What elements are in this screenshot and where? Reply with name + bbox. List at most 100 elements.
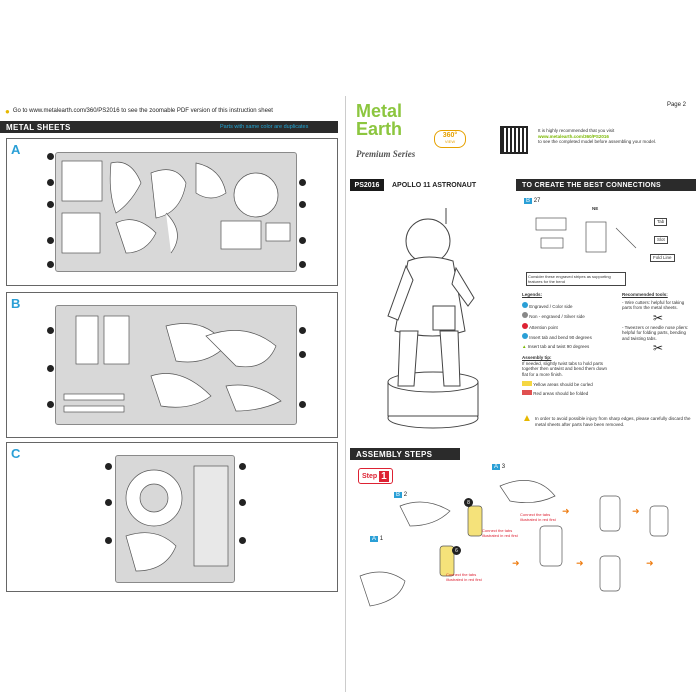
connect-note-1: Connect the tabs illustrated in red firs… (482, 528, 518, 538)
part-callout (299, 261, 306, 268)
conn-diagram (535, 217, 637, 253)
sheet-a-panel: A (6, 138, 338, 286)
part-callout (47, 401, 54, 408)
sheet-b-parts-art (63, 315, 282, 413)
assembly-steps-title: ASSEMBLY STEPS (356, 449, 433, 459)
duplicates-note: Parts with same color are duplicates (220, 124, 309, 130)
model-title-bar: PS2016 APOLLO 11 ASTRONAUT TO CREATE THE… (350, 179, 696, 191)
recommend-line-2: to see the completed model before assemb… (538, 139, 657, 144)
twist-tab-icon: ▲ (522, 343, 527, 349)
part-callout (105, 537, 112, 544)
conn-tab-label: Tab (654, 218, 668, 226)
legend-item: Engraved / Color side (522, 301, 694, 310)
sheet-b-panel: B (6, 292, 338, 438)
part-callout (299, 327, 306, 334)
connections-title: TO CREATE THE BEST CONNECTIONS (516, 179, 696, 191)
part-callout (299, 201, 306, 208)
sub-a-3: A 3 (492, 464, 505, 470)
legends-panel: Legends: Engraved / Color side Non - eng… (522, 292, 694, 442)
right-page: Page 2 Metal Earth 360° VIEW Premium Ser… (350, 96, 696, 696)
conn-slot-label: Slot (654, 236, 668, 244)
warning-icon: ▲ (522, 413, 532, 424)
lightbulb-icon: ● (5, 106, 10, 116)
bend-tab-icon (522, 333, 528, 339)
part-callout (239, 499, 246, 506)
model-name: APOLLO 11 ASTRONAUT (392, 181, 477, 189)
sub-b-2: B 2 (394, 492, 407, 498)
legend-item: Attention point (522, 322, 694, 331)
url-note: Go to www.metalearth.com/360/PS2016 to s… (12, 108, 273, 114)
connect-note-3: Connect the tabs illustrated in red firs… (520, 512, 556, 522)
sheet-letter-b: B (11, 296, 21, 311)
sub-a-3-part: 3 (501, 464, 506, 470)
brand-line-2: Earth (356, 119, 403, 139)
arrow-icon: ➜ (562, 506, 570, 516)
astronaut-illustration (387, 208, 479, 429)
part-callout (239, 537, 246, 544)
conn-note: Consider these engraved stripes as suppo… (526, 272, 626, 286)
badge-360: 360° VIEW (434, 130, 466, 148)
red-swatch (522, 389, 532, 395)
step-label: Step (362, 472, 378, 480)
part-callout (47, 261, 54, 268)
yellow-swatch (522, 381, 532, 386)
wire-cutter-icon: ✂ (652, 310, 664, 325)
warning-text: In order to avoid possible injury from s… (534, 416, 691, 427)
left-page: ● Go to www.metalearth.com/360/PS2016 to… (0, 96, 340, 696)
page-divider (345, 96, 346, 692)
qr-code (500, 126, 528, 154)
url-note-row: ● Go to www.metalearth.com/360/PS2016 to… (5, 106, 335, 116)
part-callout (105, 463, 112, 470)
part-callout (299, 237, 306, 244)
conn-fold-label: Fold Line (650, 254, 675, 262)
step-number: 1 (379, 470, 389, 482)
conn-ne-label: NE (592, 206, 599, 211)
part-callout (47, 237, 54, 244)
series-label: Premium Series (356, 149, 416, 159)
sub-b-2-sheet: B (394, 492, 403, 498)
arrow-icon: ➜ (632, 506, 640, 516)
sheet-letter-a: A (11, 142, 21, 157)
part-callout (299, 401, 306, 408)
sheet-c-parts-art (125, 465, 229, 572)
engraved-icon (522, 301, 528, 308)
legend-item: Insert tab and bend 90 degrees (522, 333, 694, 341)
sheet-c-panel: C (6, 442, 338, 592)
step-badge: Step 1 (358, 468, 393, 484)
part-callout (47, 179, 54, 186)
arrow-icon: ➜ (576, 558, 584, 568)
bubble-6: 6 (452, 546, 461, 555)
conn-ref-label: B 27 (524, 198, 540, 204)
conn-sheet-ref: B (524, 198, 533, 204)
pliers-icon: ✂ (652, 341, 664, 355)
assembly-tip: If needed, slightly twist tabs to hold p… (522, 360, 608, 377)
part-callout (47, 327, 54, 334)
brand-logo: Metal Earth (356, 102, 436, 142)
page-label: Page 2 (666, 102, 686, 108)
sub-a-1-part: 1 (379, 536, 384, 542)
connect-note-2: Connect the tabs illustrated in red firs… (446, 572, 482, 582)
legend-item: Non - engraved / Silver side (522, 312, 694, 320)
red-note-row: Red areas should be folded (522, 389, 694, 397)
attention-icon (522, 322, 528, 329)
part-callout (47, 365, 54, 372)
tool-2: - Tweezers or needle nose pliers: helpfu… (622, 324, 689, 341)
assembly-tip-title: Assembly tip: (522, 355, 552, 360)
assembly-steps-art (359, 480, 669, 607)
connections-panel: B 27 NE Tab Slot Fold Line Consider thes… (522, 196, 694, 288)
ne-icon (522, 312, 528, 318)
recommend-block: It is highly recommended that you visit … (538, 128, 688, 145)
badge-360-text: 360° (442, 132, 458, 139)
arrow-icon: ➜ (512, 558, 520, 568)
legend-item: ▲ Insert tab and twist 90 degrees (522, 343, 590, 349)
sub-a-1-sheet: A (370, 536, 379, 542)
recommend-line-1: It is highly recommended that you visit (538, 128, 615, 133)
recommend-url: www.metalearth.com/360/PS2016 (538, 133, 609, 139)
legends-title: Legends: (522, 292, 543, 297)
metal-sheets-header: METAL SHEETS (0, 121, 338, 133)
part-callout (239, 463, 246, 470)
conn-part-ref: 27 (533, 198, 541, 204)
sheet-b-plate (55, 305, 297, 425)
part-callout (299, 179, 306, 186)
arrow-icon: ➜ (646, 558, 654, 568)
